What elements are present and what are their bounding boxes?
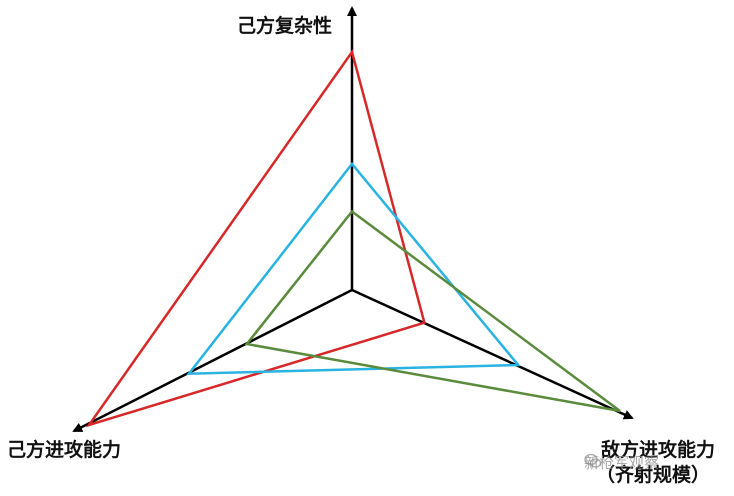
axis-label-top: 己方复杂性 — [237, 15, 333, 37]
axis-left — [72, 288, 353, 433]
axis-label-right-sub: （齐射规模） — [596, 464, 711, 486]
axes-group — [72, 6, 634, 433]
wechat-icon — [584, 453, 602, 468]
watermark: 新枪军观察 — [584, 452, 659, 473]
axis-right — [351, 288, 634, 420]
axis-label-left: 己方进攻能力 — [7, 439, 122, 461]
red-polygon — [85, 49, 426, 428]
blue-polygon — [186, 161, 521, 376]
axis-label-right: 敌方进攻能力 — [601, 439, 716, 461]
polygons-group — [85, 49, 621, 428]
watermark-text: 新枪军观察 — [584, 454, 660, 472]
green-polygon — [244, 209, 621, 413]
